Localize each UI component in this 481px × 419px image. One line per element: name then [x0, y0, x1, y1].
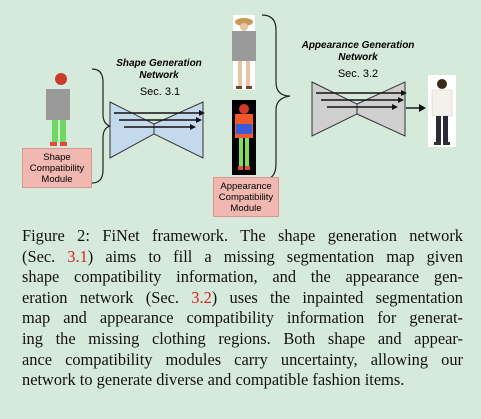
- shape-generation-network-shape: [109, 101, 205, 159]
- segmentation-map-image: [232, 100, 256, 175]
- generated-output-image: [428, 75, 456, 147]
- caption-line: eration network (Sec. 3.2) uses the inpa…: [22, 287, 463, 307]
- appearance-network-sec: Sec. 3.2: [337, 68, 379, 80]
- shape-network-sec: Sec. 3.1: [139, 86, 181, 98]
- caption-line: map and appearance compatibility informa…: [22, 308, 463, 328]
- figure-caption: Figure 2: FiNet framework. The shape gen…: [22, 226, 463, 391]
- caption-line: ing the missing clothing regions. Both s…: [22, 328, 463, 348]
- appearance-generation-network-shape: [311, 81, 407, 137]
- section-reference-link[interactable]: 3.1: [67, 246, 88, 266]
- caption-line: ance compatibility modules carry uncerta…: [22, 349, 463, 369]
- section-reference-link[interactable]: 3.2: [191, 287, 212, 307]
- caption-line: shape compatibility information, and the…: [22, 267, 463, 287]
- left-brace: [91, 68, 113, 184]
- caption-line: network to generate diverse and compatib…: [22, 370, 405, 390]
- caption-line: Figure 2: FiNet framework. The shape gen…: [22, 226, 463, 245]
- shape-input-image: [46, 73, 70, 146]
- caption-line: (Sec. 3.1) aims to fill a missing segmen…: [22, 246, 463, 266]
- framework-diagram: [46, 14, 456, 184]
- right-brace: [261, 14, 291, 181]
- masked-person-image: [232, 15, 256, 90]
